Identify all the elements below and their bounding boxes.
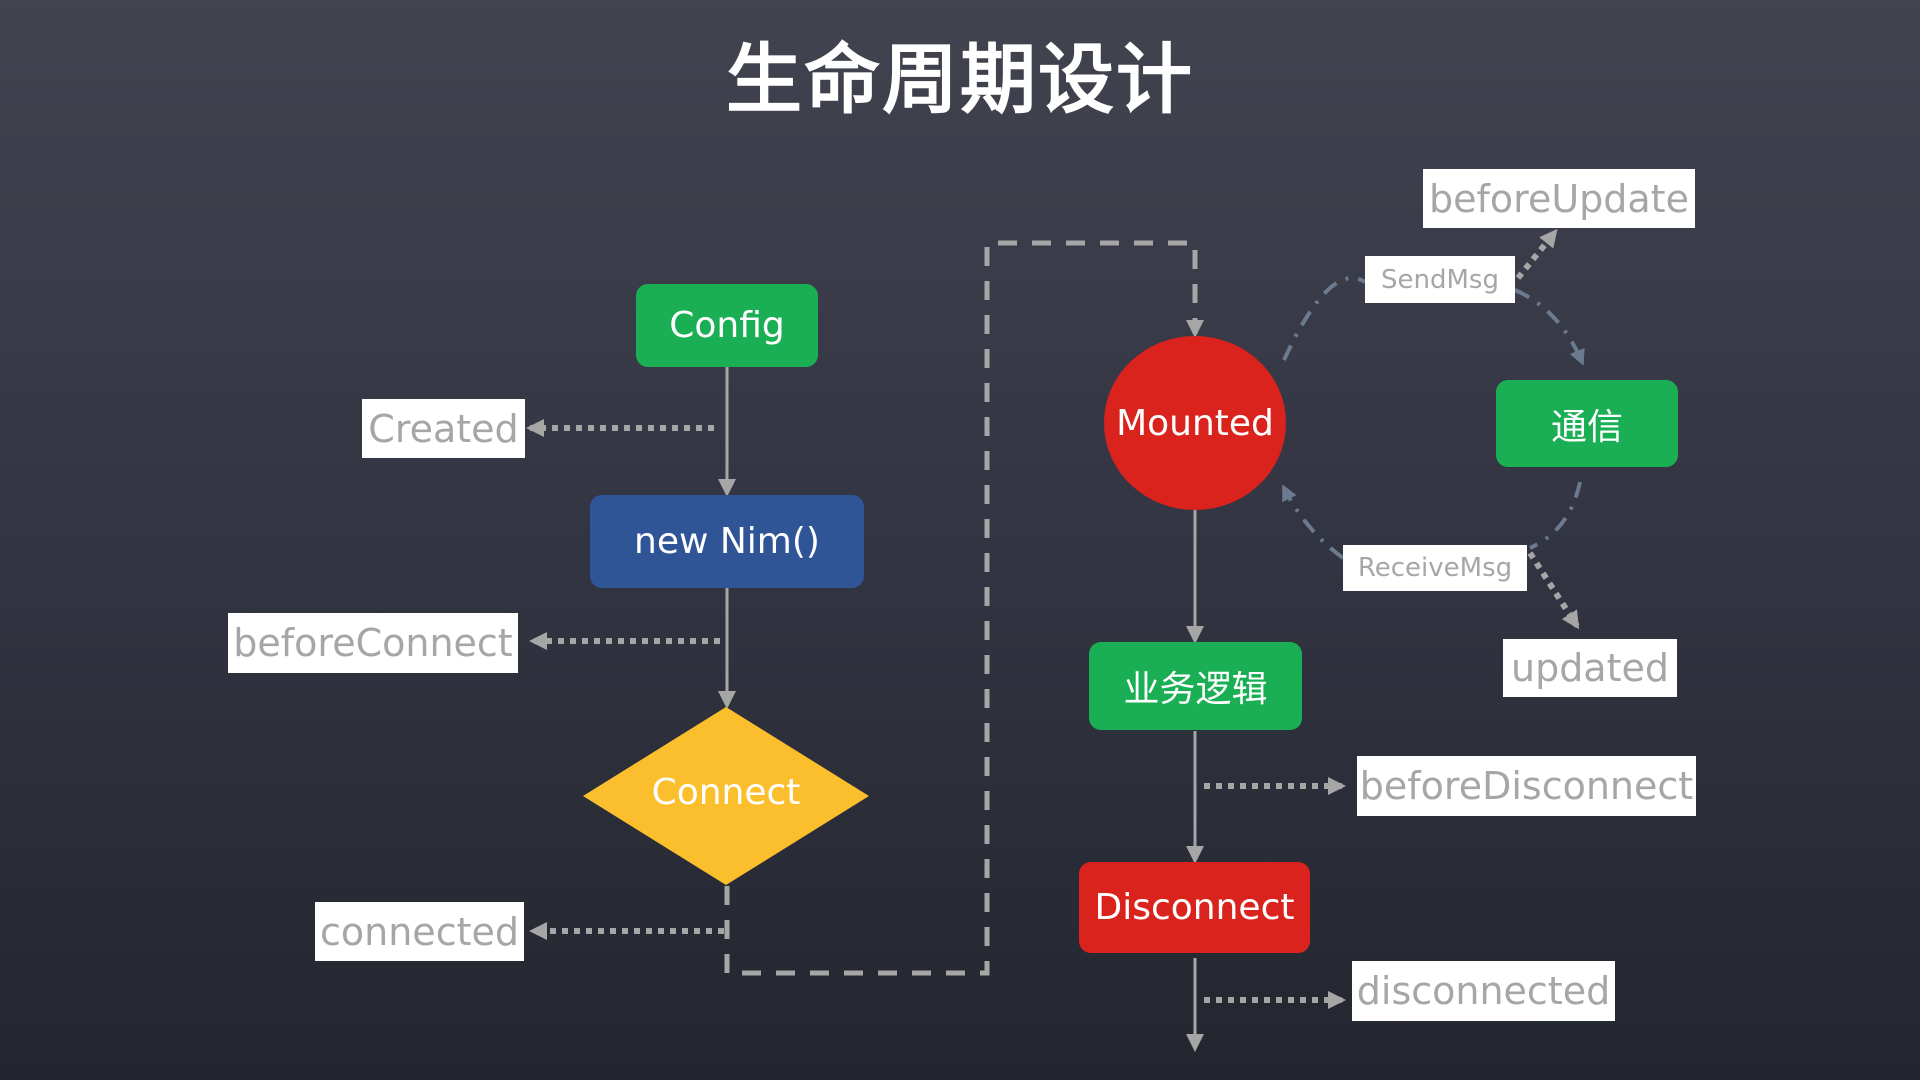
hook-updated: updated <box>1503 639 1677 697</box>
hook-connected-text: connected <box>320 909 519 954</box>
hook-before-disconnect: beforeDisconnect <box>1357 756 1696 816</box>
message-receive: ReceiveMsg <box>1343 545 1527 591</box>
connect-node-label: Connect <box>651 772 801 813</box>
message-send-text: SendMsg <box>1381 264 1499 295</box>
business-logic-node: 业务逻辑 <box>1089 642 1302 730</box>
hook-before-update-text: beforeUpdate <box>1429 176 1689 221</box>
disconnect-node: Disconnect <box>1079 862 1310 953</box>
hook-link-updated <box>1527 551 1580 630</box>
mounted-node-label: Mounted <box>1116 402 1274 444</box>
message-send: SendMsg <box>1365 256 1515 303</box>
page-title: 生命周期设计 <box>726 35 1194 124</box>
hook-before-disconnect-text: beforeDisconnect <box>1359 764 1694 808</box>
message-arc-send-out <box>1514 288 1585 366</box>
connect-diamond <box>583 707 869 885</box>
message-arc-receive-in <box>1529 481 1582 550</box>
hook-before-update: beforeUpdate <box>1423 169 1695 228</box>
flow-connect-to-mounted <box>724 240 1204 976</box>
hook-created: Created <box>362 399 525 458</box>
message-receive-text: ReceiveMsg <box>1357 553 1513 583</box>
mounted-node: Mounted <box>1104 336 1286 510</box>
disconnect-node-label: Disconnect <box>1094 887 1295 928</box>
new-nim-node: new Nim() <box>590 495 864 588</box>
hook-disconnected: disconnected <box>1352 961 1615 1021</box>
hook-connected: connected <box>315 902 524 961</box>
hook-updated-text: updated <box>1510 646 1669 690</box>
hook-disconnected-text: disconnected <box>1356 969 1611 1013</box>
hook-created-text: Created <box>368 406 519 451</box>
hook-link-before-update <box>1515 228 1558 280</box>
config-node: Config <box>636 284 818 367</box>
message-arc-send <box>1282 276 1367 361</box>
communication-node: 通信 <box>1496 380 1678 467</box>
business-logic-node-label: 业务逻辑 <box>1123 669 1268 710</box>
hook-before-connect: beforeConnect <box>228 613 518 673</box>
communication-node-label: 通信 <box>1550 406 1623 448</box>
hook-before-connect-text: beforeConnect <box>233 621 513 665</box>
new-nim-node-label: new Nim() <box>634 521 820 562</box>
config-node-label: Config <box>669 305 785 346</box>
message-arc-receive <box>1282 484 1345 560</box>
